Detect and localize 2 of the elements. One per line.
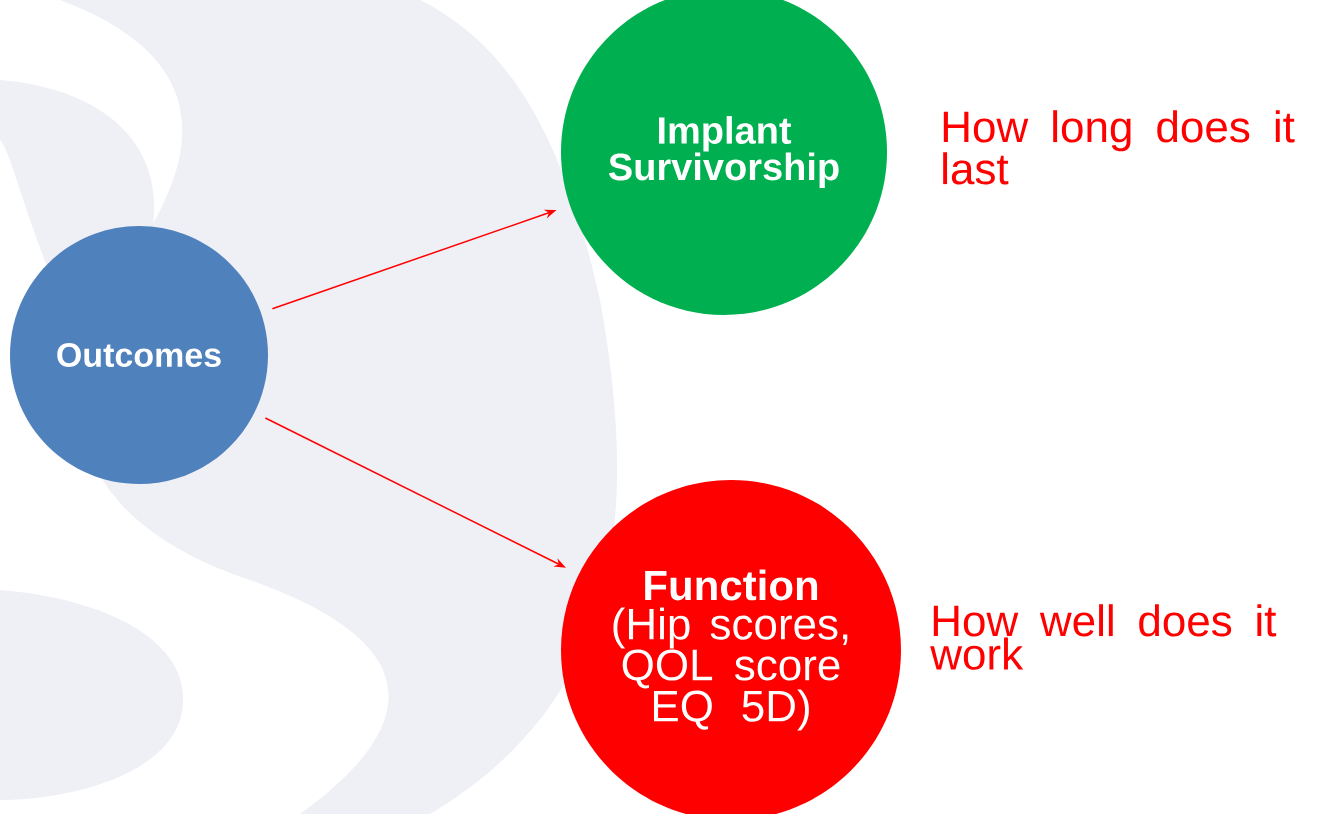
side-note: How long does it last (943, 110, 1295, 185)
side-note: How well does it work (930, 604, 1277, 670)
